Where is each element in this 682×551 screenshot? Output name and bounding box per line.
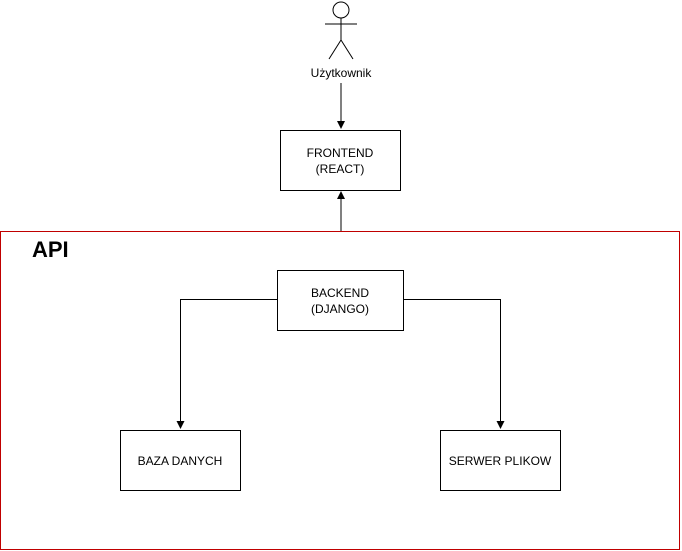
frontend-label-line1: FRONTEND: [307, 146, 374, 160]
file-server-label: SERWER PLIKOW: [449, 454, 552, 468]
file-server-node[interactable]: [440, 430, 561, 491]
connector-backend-to-database[interactable]: [176, 299, 278, 429]
connector-backend-to-file-server[interactable]: [404, 299, 505, 429]
backend-label-line2: (DJANGO): [311, 302, 369, 316]
backend-label-line1: BACKEND: [311, 286, 369, 300]
frontend-label-line2: (REACT): [316, 162, 365, 176]
database-label: BAZA DANYCH: [138, 454, 223, 468]
api-group-label: API: [32, 237, 69, 262]
actor-label: Użytkownik: [311, 66, 373, 80]
backend-node[interactable]: [277, 270, 404, 331]
user-actor-icon[interactable]: [325, 1, 357, 60]
frontend-node[interactable]: [280, 130, 401, 191]
database-node[interactable]: [120, 430, 241, 491]
api-group-container[interactable]: [0, 231, 680, 550]
